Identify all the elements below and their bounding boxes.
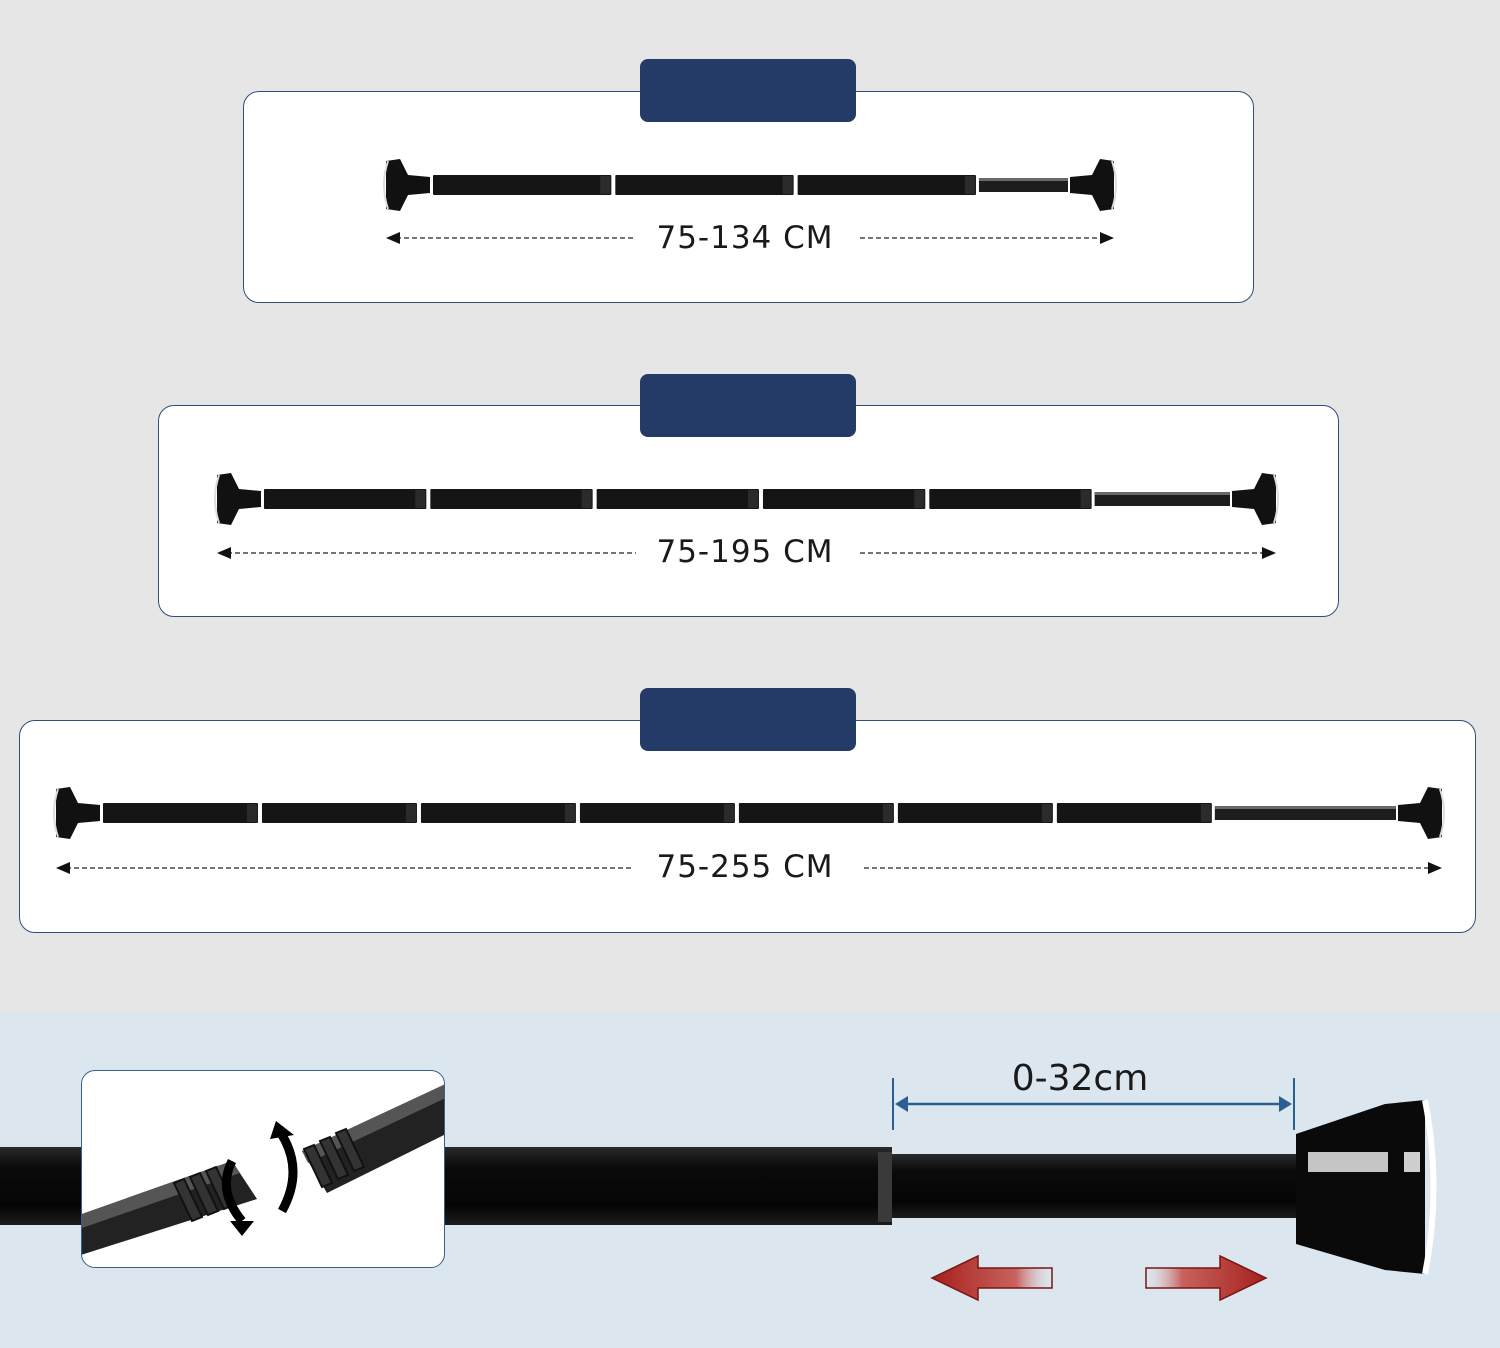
size-panel-195 [158, 405, 1339, 617]
rod-segment [433, 175, 612, 195]
size-panel-255 [19, 720, 1476, 933]
arrow-left-icon [930, 1254, 1053, 1302]
twist-lock-inset [81, 1070, 445, 1268]
rod-segment [103, 803, 258, 823]
rod-segment [261, 803, 417, 823]
size-tab-195 [640, 374, 856, 437]
rod-segment [897, 803, 1053, 823]
measure-arrowhead-right [1428, 862, 1442, 874]
size-tab-255 [640, 688, 856, 751]
measure-arrowhead-left [386, 232, 400, 244]
adjustment-detail: 0-32cm [0, 1012, 1500, 1348]
rod-inner-tube [978, 178, 1068, 192]
rod-segment [430, 489, 593, 509]
rod-segment [579, 803, 735, 823]
measure-arrowhead-right [1262, 547, 1276, 559]
rod-segment [596, 489, 759, 509]
end-cap [1296, 1100, 1425, 1274]
rod-end-cap-left [56, 787, 100, 839]
rod-segment [1056, 803, 1212, 823]
adjust-range-label: 0-32cm [1011, 1058, 1149, 1099]
size-panel-134 [243, 91, 1254, 303]
rod-end-cap-right [1232, 473, 1276, 525]
tension-rod-255 [53, 787, 1445, 874]
rod-segment [264, 489, 427, 509]
rod-segment [615, 175, 794, 195]
inner-tube [892, 1154, 1296, 1218]
measure-arrowhead-left [217, 547, 231, 559]
size-label-195: 75-195 CM [656, 534, 834, 570]
measure-arrowhead-left [56, 862, 70, 874]
arrow-right-icon [1145, 1254, 1268, 1302]
rod-segment [420, 803, 576, 823]
rod-end-cap-right [1070, 159, 1114, 211]
twist-lock-illustration [82, 1084, 444, 1255]
rod-end-cap-left [386, 159, 430, 211]
rod-segment [738, 803, 894, 823]
rod-end-cap-right [1398, 787, 1442, 839]
rod-segment [797, 175, 976, 195]
rod-segment [762, 489, 926, 509]
rod-closeup [0, 1078, 1437, 1302]
tension-rod-195 [214, 473, 1279, 559]
rotate-icon [221, 1158, 246, 1224]
size-label-255: 75-255 CM [656, 849, 834, 885]
rod-segment [929, 489, 1092, 509]
tension-rod-134 [383, 159, 1117, 244]
rod-end-cap-left [217, 473, 261, 525]
measure-arrowhead-right [1100, 232, 1114, 244]
rod-inner-tube [1214, 806, 1396, 820]
size-label-134: 75-134 CM [656, 220, 834, 256]
size-tab-134 [640, 59, 856, 122]
rod-inner-tube [1094, 492, 1230, 506]
